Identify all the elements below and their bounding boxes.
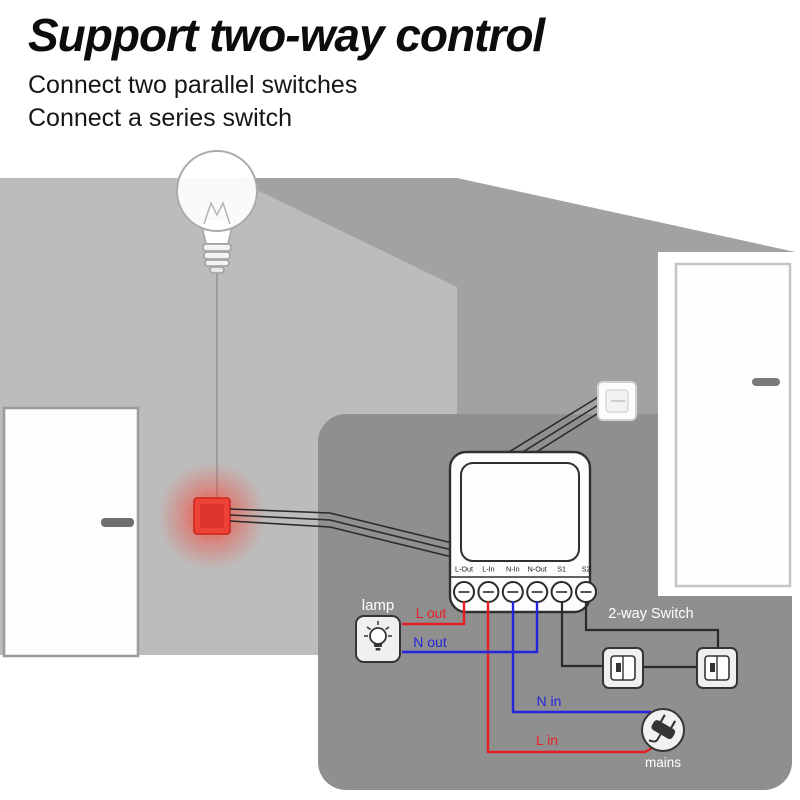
live-wires (402, 601, 658, 754)
wire-s2 (584, 601, 720, 650)
terminal-label-nout: N-Out (528, 565, 547, 574)
bulb-screw-base (202, 243, 232, 274)
red-smart-switch (193, 497, 231, 535)
ceiling-wedge (232, 178, 457, 287)
terminal-label-s2: S2 (582, 565, 591, 574)
lamp-label: lamp (362, 597, 395, 614)
red-switch-button (200, 504, 224, 528)
wire-n-in (511, 601, 651, 714)
screw-terminals (453, 581, 597, 603)
terminal-labels: L-Out L-In N-In N-Out S1 S2 (455, 565, 590, 574)
subtitle-parallel: Connect two parallel switches (28, 70, 358, 99)
wire-n-out (402, 601, 539, 654)
light-bulb (176, 150, 258, 274)
lamp-icon (355, 615, 401, 663)
wire-s1 (560, 601, 606, 668)
relay-module: L-Out L-In N-In N-Out S1 S2 (448, 450, 597, 614)
l-out-label: L out (416, 605, 447, 621)
bulb-glass (176, 150, 258, 232)
subtitle-series: Connect a series switch (28, 104, 293, 133)
relay-module-body (448, 450, 592, 614)
l-in-label: L in (536, 732, 558, 748)
left-door (2, 406, 140, 658)
wall-rocker-switch (597, 381, 637, 421)
wire-l-out (402, 601, 466, 626)
two-way-switch-icon-left (602, 647, 644, 689)
left-door-leaf (2, 406, 140, 658)
wire-l-in (486, 601, 658, 754)
relay-module-inner (460, 462, 580, 562)
left-door-handle (101, 518, 134, 527)
plug-glyph (648, 714, 677, 743)
right-door-handle (752, 378, 780, 386)
switch-wires (560, 601, 720, 669)
mains-label: mains (645, 755, 681, 770)
header: Support two-way control Connect two para… (28, 9, 545, 136)
right-door-leaf (674, 262, 792, 588)
terminal-label-lin: L-In (482, 565, 494, 574)
two-way-switch-icon-right (696, 647, 738, 689)
bulb-rays (364, 621, 392, 637)
terminal-label-nin: N-In (506, 565, 520, 574)
two-way-switch-label: 2-way Switch (608, 606, 693, 622)
n-out-label: N out (413, 634, 447, 650)
mains-icon (641, 708, 685, 752)
page-title: Support two-way control (28, 9, 545, 61)
terminal-label-lout: L-Out (455, 565, 473, 574)
neutral-wires (402, 601, 651, 714)
terminal-label-s1: S1 (557, 565, 566, 574)
n-in-label: N in (537, 693, 562, 709)
bulb-filament (203, 201, 231, 225)
right-door (674, 262, 792, 588)
